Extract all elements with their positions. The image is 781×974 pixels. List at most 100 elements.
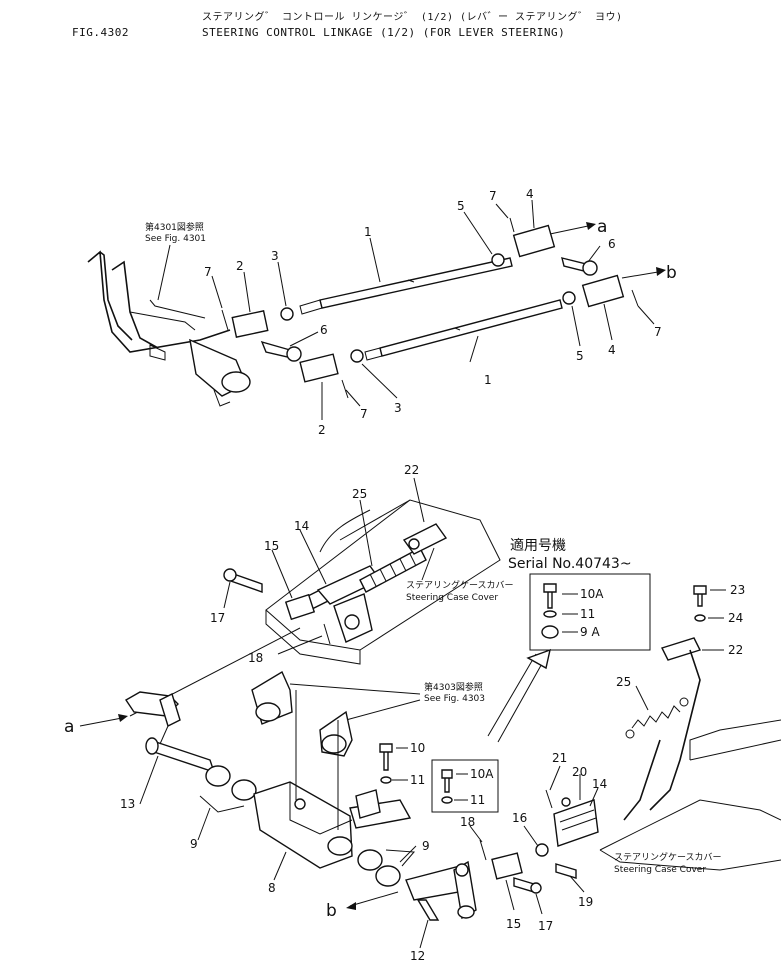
connector-a-lower: a	[64, 717, 74, 737]
leader-18-upper	[277, 635, 323, 655]
ref-fig4301-en: See Fig. 4301	[145, 234, 206, 244]
callout-25-upper: 25	[352, 487, 367, 501]
leader-6-left	[289, 331, 319, 347]
lever-bracket	[87, 250, 251, 407]
callout-4-upper: 4	[526, 187, 534, 201]
leader-17-lower	[535, 893, 543, 915]
serial-box	[529, 573, 651, 651]
callout-10a-alt: 10A	[470, 767, 494, 781]
callout-18-lower: 18	[460, 815, 475, 829]
callout-10: 10	[410, 741, 425, 755]
pin-6-left-head	[286, 346, 302, 362]
washer-11	[380, 776, 392, 784]
leader-fig4303	[289, 683, 421, 721]
callout-4-lower: 4	[608, 343, 616, 357]
pin-6-right-head	[582, 260, 598, 276]
callout-5-upper: 5	[457, 199, 465, 213]
bolt-10a-alt	[441, 769, 453, 793]
cotter-pin-7-d	[631, 289, 639, 307]
leader-21	[549, 765, 561, 791]
leader-7-a	[211, 275, 223, 309]
cotter-pin-18-lower	[479, 839, 487, 861]
serial-label-en: Serial No.40743~	[508, 556, 632, 572]
callout-11: 11	[410, 773, 425, 787]
leader-1-upper	[369, 237, 381, 283]
callout-3-upper: 3	[271, 249, 279, 263]
arrow-a-upper	[549, 225, 589, 235]
spring-25-right	[625, 697, 689, 739]
lever-13	[125, 691, 216, 774]
bushing-9-right-a	[357, 849, 383, 871]
callout-7-d: 7	[654, 325, 662, 339]
leader-2-upper	[243, 271, 251, 313]
leader-15-lower	[505, 879, 515, 911]
leader-6-right	[587, 245, 601, 263]
yoke-left-upper	[231, 310, 269, 338]
case-cover-en-upper: Steering Case Cover	[406, 593, 498, 603]
bushing-9-left-b	[231, 779, 257, 801]
cotter-pin-7-c	[509, 217, 515, 233]
washer-20	[561, 797, 571, 807]
callout-23: 23	[730, 583, 745, 597]
leader-25-right	[635, 685, 649, 711]
link-lines-vertical	[295, 690, 339, 830]
callout-6-left: 6	[320, 323, 328, 337]
cotter-pin-18-upper	[323, 623, 331, 645]
ref-fig4303-jp: 第4303図参照	[424, 681, 483, 693]
cotter-pin-7-b	[341, 379, 349, 399]
pin-17-upper-head	[223, 568, 237, 582]
callout-21: 21	[552, 751, 567, 765]
arrow-a-upper-head	[586, 222, 596, 230]
bushing-9-right-b	[375, 865, 401, 887]
leader-9-right	[399, 845, 417, 863]
callout-17-lower: 17	[538, 919, 553, 933]
lever-arm-lower	[319, 710, 353, 757]
alt-box-10a	[431, 759, 499, 813]
leader-4-lower	[603, 303, 613, 341]
yoke-15-upper	[284, 593, 316, 621]
callout-17-upper: 17	[210, 611, 225, 625]
nut-5-lower	[562, 291, 576, 305]
ref-fig4301-jp: 第4301図参照	[145, 221, 204, 233]
case-cover-jp-lower: ステアリングケースカバー	[614, 851, 722, 863]
callout-24: 24	[728, 611, 743, 625]
connector-b-lower: b	[326, 901, 337, 921]
leader-4-upper	[531, 199, 535, 229]
callout-2-lower: 2	[318, 423, 326, 437]
leader-3-lower	[361, 363, 398, 399]
nut-3-lower	[350, 349, 364, 363]
leader-fig4301	[157, 244, 171, 301]
callout-9-left: 9	[190, 837, 198, 851]
leader-25-upper	[359, 499, 373, 567]
steering-case-cover-right	[599, 719, 781, 871]
callout-2-upper: 2	[236, 259, 244, 273]
callout-6-right: 6	[608, 237, 616, 251]
case-cover-jp-upper: ステアリングケースカバー	[406, 579, 514, 591]
leader-8	[273, 851, 287, 881]
arrow-a-lower	[79, 717, 123, 727]
callout-20: 20	[572, 765, 587, 779]
serial-arrow-shaft	[487, 653, 545, 743]
serial-arrow-head	[526, 648, 551, 670]
lever-12	[405, 860, 477, 921]
callout-22-upper: 22	[404, 463, 419, 477]
leader-16	[523, 825, 539, 847]
washer-11-serial	[543, 610, 557, 618]
spacer-9a-serial	[541, 625, 559, 639]
callout-7-c: 7	[489, 189, 497, 203]
yoke-left-lower	[299, 353, 339, 383]
leader-7-c	[495, 203, 509, 219]
callout-14-right: 14	[592, 777, 607, 791]
leader-15-upper	[271, 549, 293, 599]
callout-1-lower: 1	[484, 373, 492, 387]
callout-10a-serial: 10A	[580, 587, 604, 601]
callout-5-lower: 5	[576, 349, 584, 363]
bracket-9-left	[199, 795, 245, 813]
bracket-22-right	[623, 637, 701, 821]
leader-19	[569, 875, 585, 893]
nut-5-upper	[491, 253, 505, 267]
arrow-b-lower-head	[346, 902, 356, 910]
leader-7-d	[637, 305, 655, 325]
